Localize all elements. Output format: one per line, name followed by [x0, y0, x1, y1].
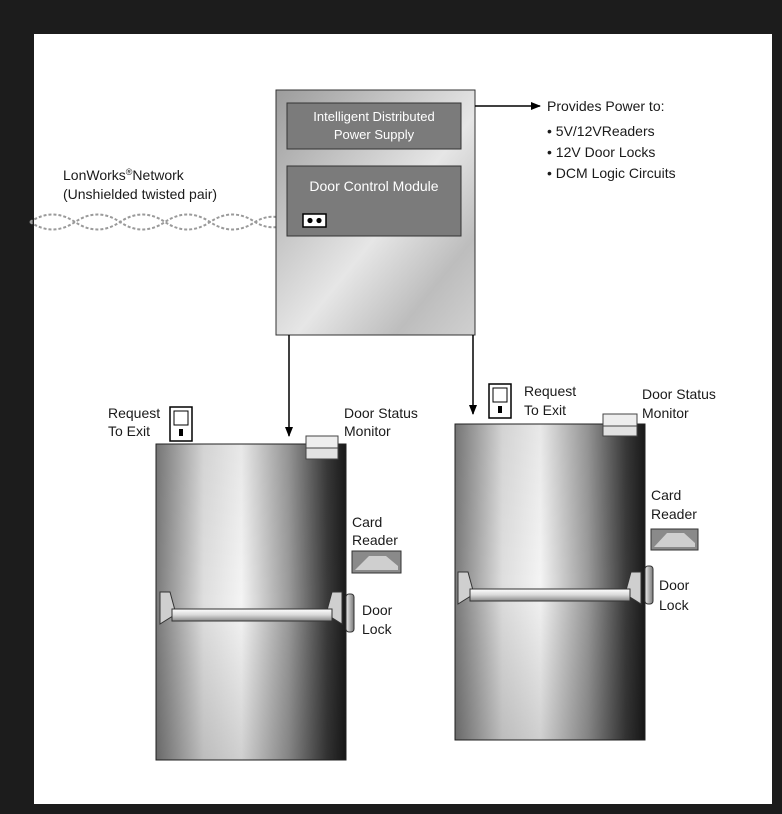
- power-supply-line1: Intelligent Distributed: [313, 109, 434, 124]
- right-dsm-label-line1: Door Status: [642, 386, 716, 402]
- right-rte-label-line1: Request: [524, 383, 576, 399]
- provides-heading: Provides Power to:: [547, 98, 665, 114]
- door-control-module-label: Door Control Module: [309, 178, 438, 194]
- right-lock-label-line2: Lock: [659, 597, 690, 613]
- right-lock-label-line1: Door: [659, 577, 690, 593]
- right-door-shade: [455, 424, 645, 740]
- network-connector-icon: [302, 213, 327, 228]
- left-lock-label-line2: Lock: [362, 621, 393, 637]
- left-lock-label-line1: Door: [362, 602, 393, 618]
- right-door-status-monitor: [602, 413, 638, 437]
- right-reader-label-line1: Card: [651, 487, 681, 503]
- left-door-status-monitor: [305, 435, 339, 460]
- twisted-pair-cable: [29, 213, 296, 231]
- left-card-reader-icon: [351, 550, 402, 574]
- left-rte-label-line2: To Exit: [108, 423, 150, 439]
- right-door-lock-device: [644, 565, 654, 605]
- left-dsm-label-line1: Door Status: [344, 405, 418, 421]
- power-supply-label-box: [286, 102, 462, 150]
- right-card-reader-icon: [650, 528, 699, 551]
- power-supply-line2: Power Supply: [334, 127, 415, 142]
- right-door-assembly: Request To Exit Door Status Monitor Card…: [454, 383, 716, 741]
- provides-item-readers: • 5V/12VReaders: [547, 123, 655, 139]
- provides-item-door-locks: • 12V Door Locks: [547, 144, 655, 160]
- right-reader-label-line2: Reader: [651, 506, 697, 522]
- left-door-lock-device: [345, 593, 355, 633]
- left-reader-label-line1: Card: [352, 514, 382, 530]
- left-request-to-exit-icon: [169, 406, 193, 442]
- left-door-assembly: Request To Exit Door Status Monitor Card…: [108, 405, 418, 761]
- left-door-push-bar: [159, 591, 343, 625]
- network-label: LonWorks®Network: [63, 167, 185, 183]
- left-reader-label-line2: Reader: [352, 532, 398, 548]
- provides-item-logic: • DCM Logic Circuits: [547, 165, 676, 181]
- network-cable-label: (Unshielded twisted pair): [63, 186, 217, 202]
- left-dsm-label-line2: Monitor: [344, 423, 391, 439]
- left-door-shade: [156, 444, 346, 760]
- right-rte-label-line2: To Exit: [524, 402, 566, 418]
- left-rte-label-line1: Request: [108, 405, 160, 421]
- right-dsm-label-line2: Monitor: [642, 405, 689, 421]
- right-door-push-bar: [457, 571, 642, 605]
- right-request-to-exit-icon: [488, 383, 512, 419]
